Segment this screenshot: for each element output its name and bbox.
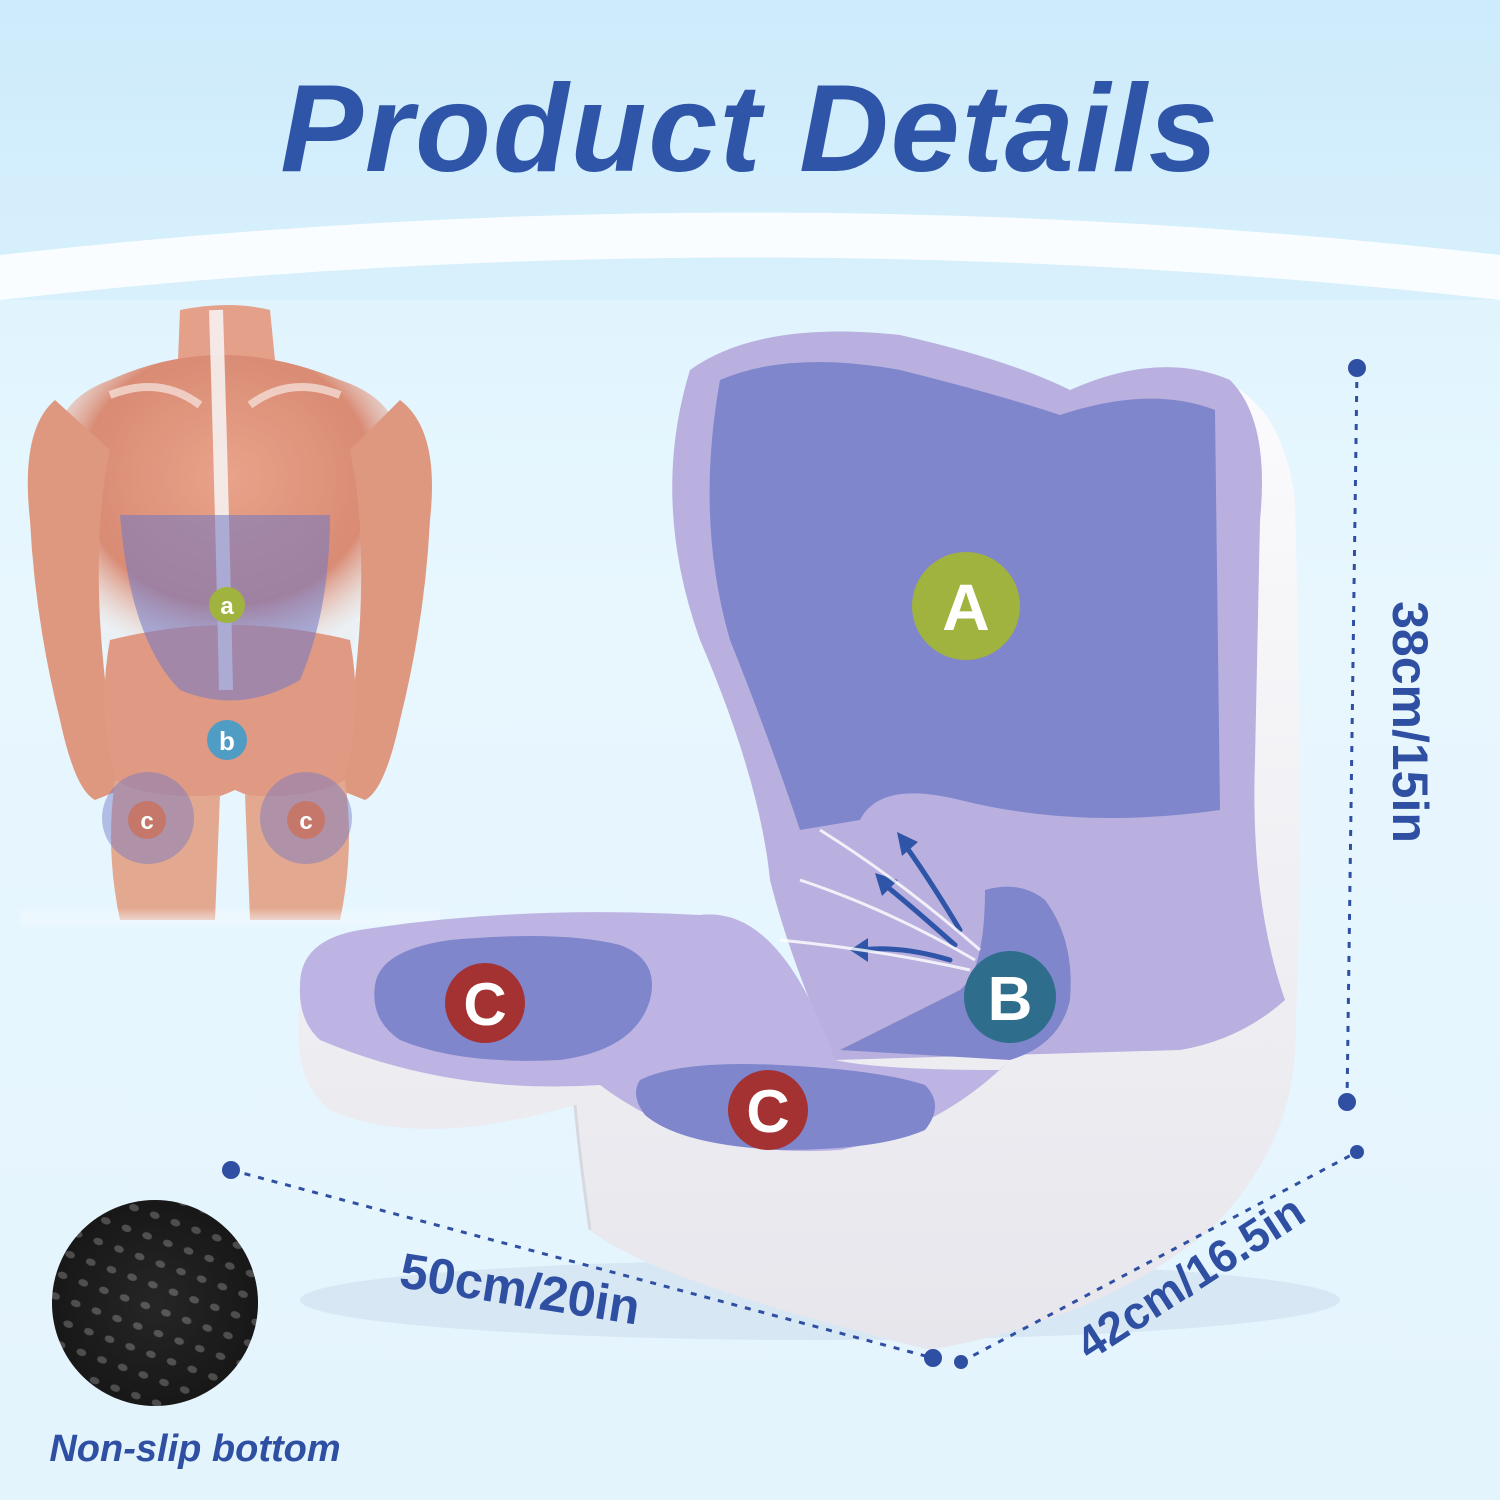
depth-dimension-line [960, 1150, 1358, 1364]
cushion-zone-a-label: A [942, 570, 990, 644]
body-zone-c-right-label: c [299, 808, 312, 835]
anatomy-figure [20, 305, 440, 930]
body-zone-a: a [209, 587, 245, 623]
height-dimension-label: 38cm/15in [1382, 601, 1438, 843]
height-dimension-line [1345, 367, 1359, 1103]
page-title: Product Details [280, 60, 1220, 198]
cushion-base-shell [298, 385, 1300, 1350]
width-end-dot [924, 1349, 942, 1367]
cushion-zone-a: A [912, 552, 1020, 660]
cushion-zone-c-front-label: C [746, 1078, 789, 1145]
cushion-zone-c-left-label: C [463, 971, 506, 1038]
body-zone-b-label: b [219, 726, 235, 756]
header-curve [0, 212, 1500, 300]
non-slip-texture [52, 1200, 258, 1406]
body-zone-a-label: a [220, 593, 234, 620]
body-zone-b: b [207, 720, 247, 760]
body-zone-c-right: c [287, 801, 325, 839]
non-slip-label: Non-slip bottom [49, 1428, 341, 1470]
cushion-zone-c-left: C [445, 963, 525, 1043]
cushion-zone-c-front: C [728, 1070, 808, 1150]
body-zone-c-left-label: c [140, 808, 153, 835]
cushion-zone-b: B [964, 951, 1056, 1043]
cushion-illustration [298, 331, 1340, 1350]
height-start-dot [1348, 359, 1366, 377]
body-zone-c-left: c [128, 801, 166, 839]
airflow-arrows [857, 842, 963, 963]
cushion-zone-b-label: B [988, 965, 1033, 1034]
width-start-dot [222, 1161, 240, 1179]
depth-start-dot [954, 1355, 968, 1369]
height-end-dot [1338, 1093, 1356, 1111]
width-dimension-line [230, 1168, 934, 1360]
depth-end-dot [1350, 1145, 1364, 1159]
